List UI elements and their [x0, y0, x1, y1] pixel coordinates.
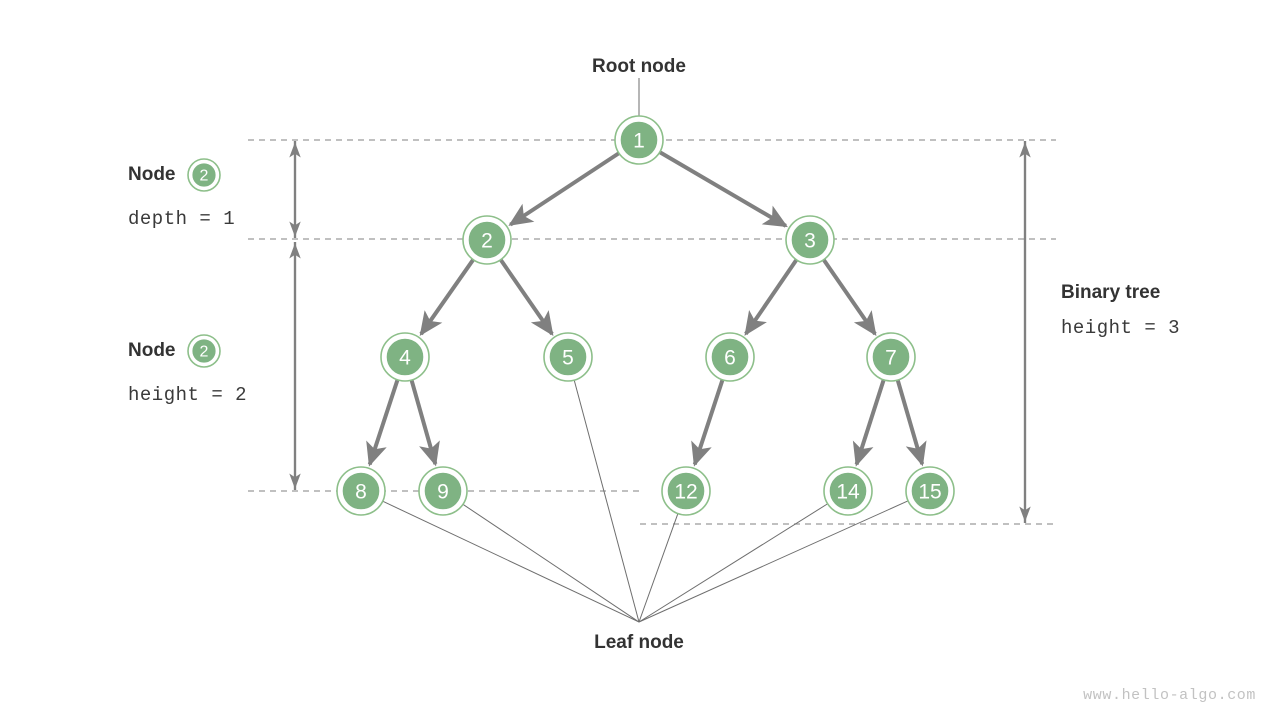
tree-node-1[interactable]: 1: [614, 115, 664, 165]
node-value: 2: [481, 230, 493, 253]
edge-n2-n4: [419, 257, 476, 337]
node-value: 14: [836, 481, 860, 504]
edge-n2-n5: [498, 257, 554, 336]
node-fill: [422, 470, 464, 512]
node-fill: [618, 119, 660, 161]
edge-n4-n8: [366, 378, 400, 467]
leaf-callout-line-n15: [638, 500, 909, 623]
tree-node-7[interactable]: 7: [866, 332, 916, 382]
annotation-node-depth: Node 2: [128, 157, 222, 193]
node-value: 4: [399, 347, 411, 370]
node-value: 15: [918, 481, 941, 504]
node-value: 12: [674, 481, 697, 504]
annotation-node-height: Node 2: [128, 333, 222, 369]
tree-node-6[interactable]: 6: [705, 332, 755, 382]
edge-n7-n15: [895, 378, 927, 467]
node-fill: [466, 219, 508, 261]
edge-n3-n7: [821, 257, 877, 336]
edge-n6-n12: [691, 378, 725, 467]
binary-tree-height-value: height = 3: [1061, 317, 1181, 339]
node-fill: [547, 336, 589, 378]
node-fill: [340, 470, 382, 512]
guide-lines-group: [248, 139, 1056, 525]
annotation-node-badge: 2: [186, 158, 221, 192]
node-fill: [384, 336, 426, 378]
node-value: 1: [633, 130, 645, 153]
annotation-title: Node: [128, 164, 176, 185]
tree-node-8[interactable]: 8: [336, 466, 386, 516]
tree-node-2[interactable]: 2: [462, 215, 512, 265]
badge-fill: [189, 336, 218, 366]
node-fill: [709, 336, 751, 378]
leaf-callout-line-n8: [382, 500, 640, 623]
tree-node-3[interactable]: 3: [785, 215, 835, 265]
annotation-node-badge: 2: [186, 334, 221, 368]
edge-n7-n14: [852, 378, 886, 467]
leaf-callout-line-n9: [462, 503, 640, 623]
tree-node-4[interactable]: 4: [380, 332, 430, 382]
node-value: 8: [355, 481, 367, 504]
node-fill: [665, 470, 707, 512]
edge-n4-n9: [409, 378, 440, 467]
edge-n1-n3: [657, 149, 788, 228]
node-value: 9: [437, 481, 449, 504]
tree-node-14[interactable]: 14: [823, 466, 873, 516]
node-fill: [909, 470, 951, 512]
annotation-title: Node: [128, 340, 176, 361]
leaf-callout-line-n5: [573, 380, 640, 623]
node-value: 6: [724, 347, 736, 370]
leaf-callout-line-n12: [638, 513, 679, 623]
tree-node-5[interactable]: 5: [543, 332, 593, 382]
tree-edges-group: [366, 149, 927, 467]
badge-value: 2: [199, 344, 208, 361]
node-fill: [789, 219, 831, 261]
node-value: 3: [804, 230, 816, 253]
node-value: 7: [885, 347, 897, 370]
edge-n1-n2: [508, 150, 621, 227]
badge-fill: [189, 160, 218, 190]
annotation-detail-node-depth: depth = 1: [128, 208, 236, 230]
node-value: 5: [562, 347, 574, 370]
edge-n3-n6: [744, 257, 799, 336]
annotation-detail-node-height: height = 2: [128, 384, 248, 406]
dimension-arrows-group: [289, 141, 1031, 523]
binary-tree-title: Binary tree: [1061, 282, 1161, 303]
leaf-node-label: Leaf node: [594, 632, 684, 653]
node-fill: [870, 336, 912, 378]
leaf-callout-line-n14: [638, 503, 828, 623]
tree-node-12[interactable]: 12: [661, 466, 711, 516]
watermark: www.hello-algo.com: [1083, 687, 1256, 704]
root-node-label: Root node: [592, 56, 686, 77]
node-fill: [827, 470, 869, 512]
tree-node-9[interactable]: 9: [418, 466, 468, 516]
leaf-callout-lines-group: [382, 380, 909, 623]
badge-value: 2: [199, 168, 208, 185]
tree-node-15[interactable]: 15: [905, 466, 955, 516]
